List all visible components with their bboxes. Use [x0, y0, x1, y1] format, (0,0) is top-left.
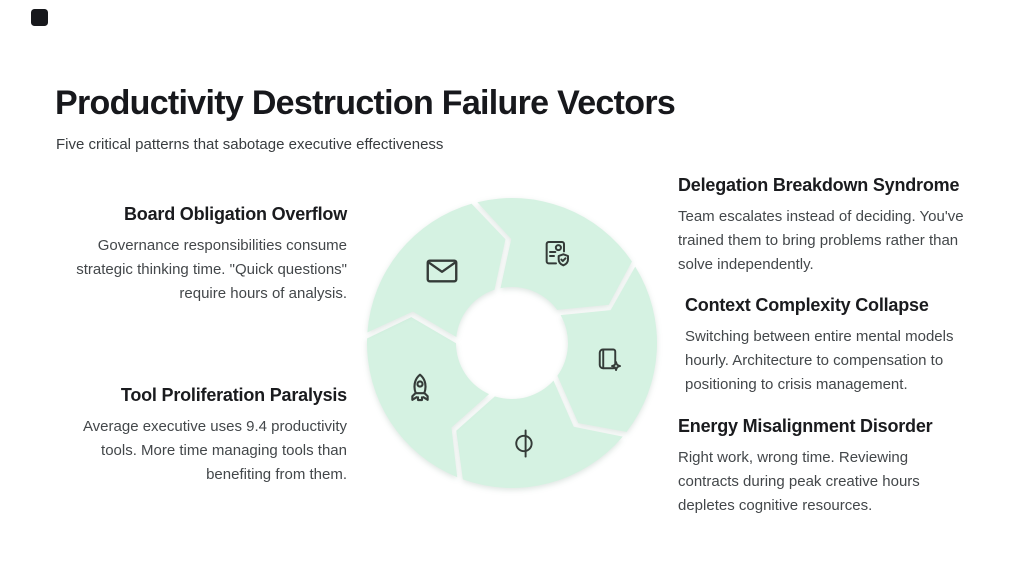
vector-title: Context Complexity Collapse	[685, 295, 929, 315]
vector-block-board-obligation: Board Obligation Overflow Governance res…	[55, 204, 347, 306]
vector-description: Average executive uses 9.4 productivity …	[82, 418, 347, 483]
vector-description: Governance responsibilities consume stra…	[76, 237, 347, 302]
vector-block-tool-proliferation: Tool Proliferation Paralysis Average exe…	[55, 385, 347, 487]
energy-icon	[515, 429, 533, 458]
cycle-segment	[456, 380, 623, 489]
book-sparkle-icon	[598, 348, 621, 372]
vector-block-energy-misalignment: Energy Misalignment Disorder Right work,…	[678, 416, 966, 518]
cycle-segment	[477, 198, 632, 310]
cycle-segment	[367, 203, 506, 337]
vector-title: Delegation Breakdown Syndrome	[678, 175, 960, 195]
page-subtitle: Five critical patterns that sabotage exe…	[56, 136, 444, 153]
mail-icon	[426, 259, 458, 283]
rocket-icon	[411, 373, 429, 402]
vector-title: Energy Misalignment Disorder	[678, 416, 933, 436]
vector-description: Switching between entire mental models h…	[685, 328, 954, 393]
vector-block-context-complexity: Context Complexity Collapse Switching be…	[685, 295, 966, 397]
vector-title: Tool Proliferation Paralysis	[120, 385, 347, 405]
document-check-icon	[545, 241, 569, 267]
logo-mark	[31, 9, 48, 26]
vector-description: Right work, wrong time. Reviewing contra…	[678, 449, 920, 514]
vector-block-delegation-breakdown: Delegation Breakdown Syndrome Team escal…	[678, 175, 966, 277]
vector-title: Board Obligation Overflow	[123, 204, 347, 224]
page-title: Productivity Destruction Failure Vectors	[55, 83, 676, 122]
vector-description: Team escalates instead of deciding. You'…	[678, 208, 964, 273]
